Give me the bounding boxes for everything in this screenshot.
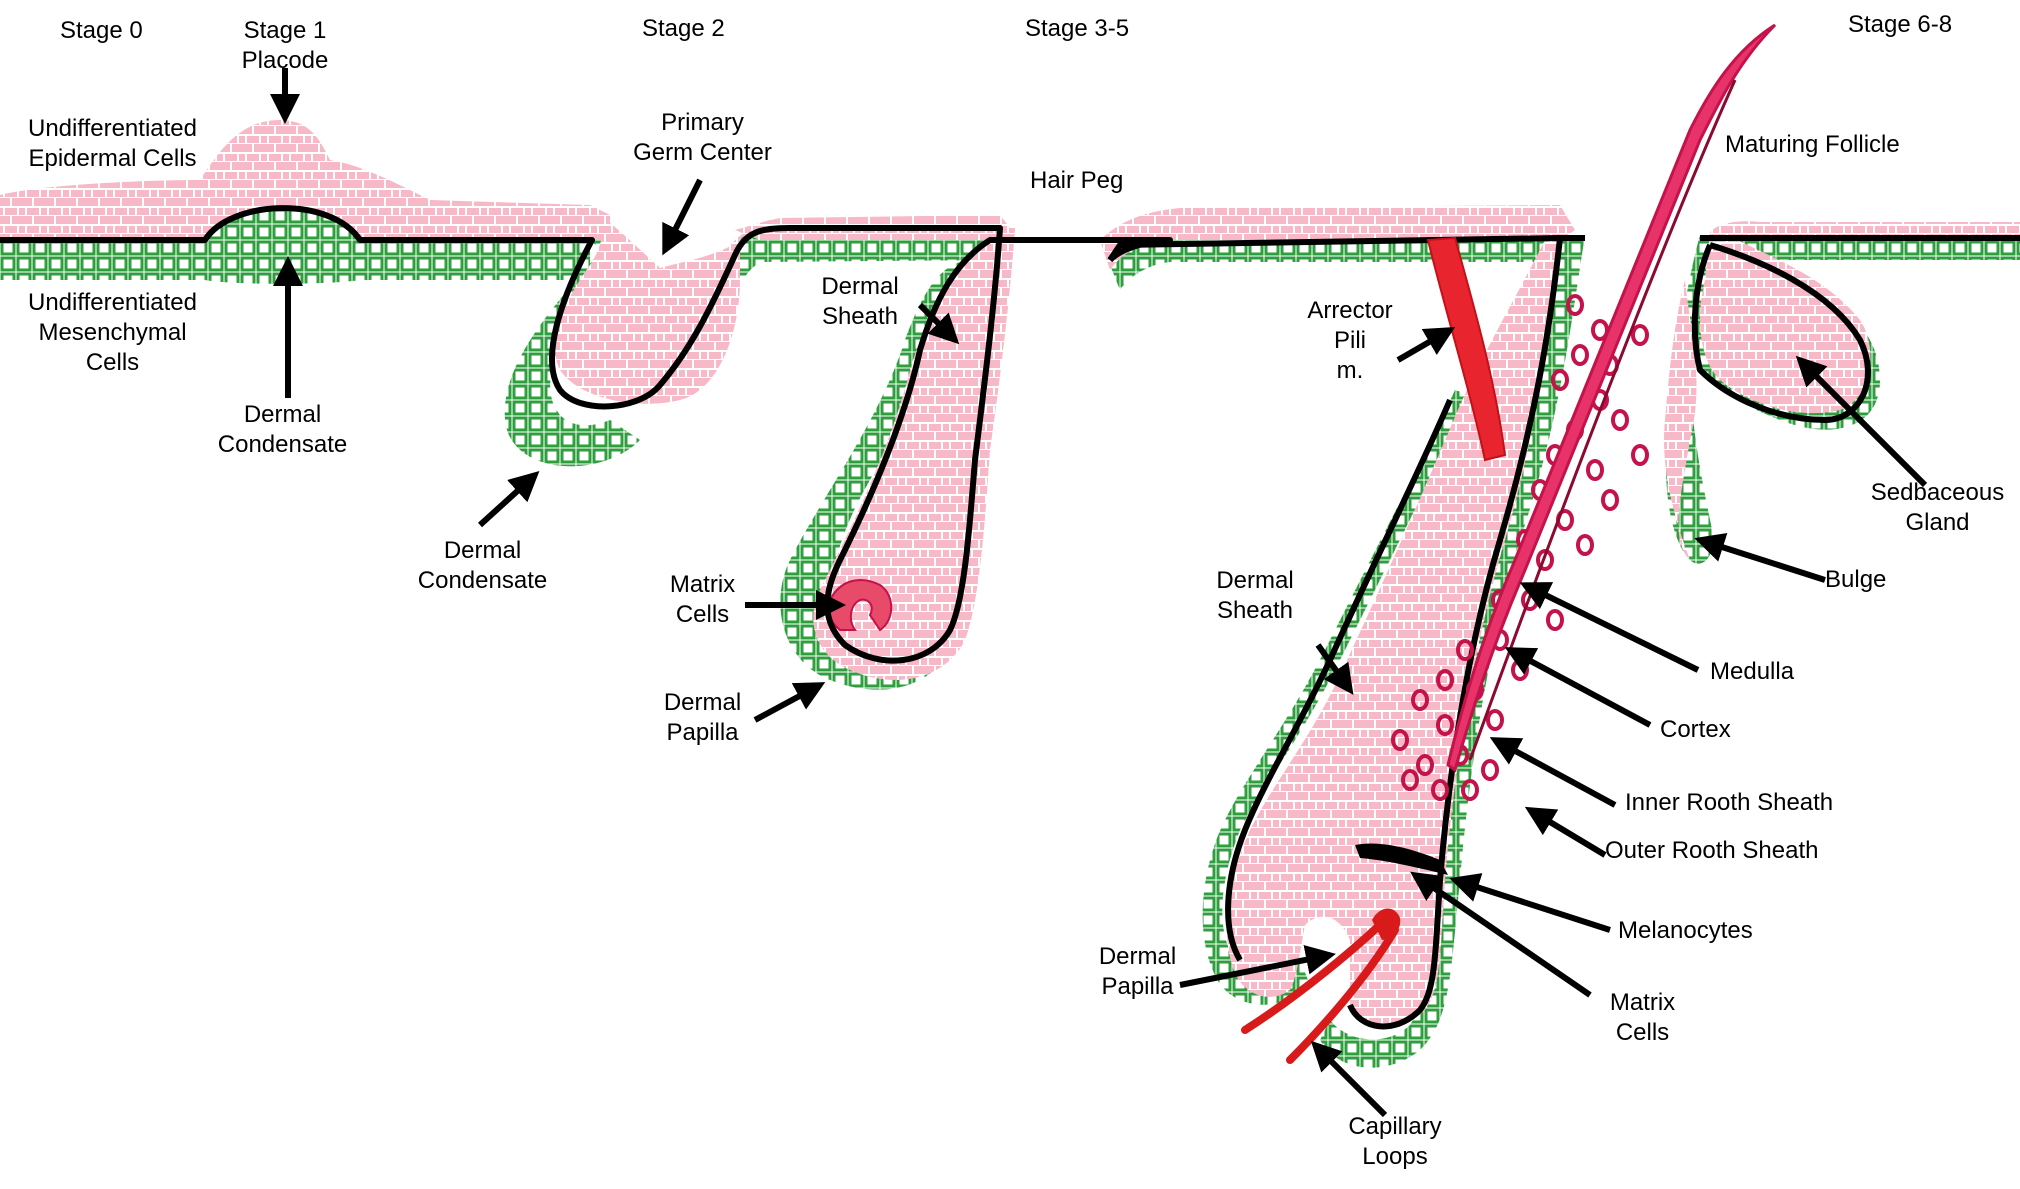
melanocyte-band bbox=[1355, 843, 1448, 875]
arrow-arrector bbox=[1396, 327, 1456, 363]
stage-3-5-label: Stage 3-5 bbox=[1025, 15, 1130, 42]
arrow-dermal-sheath-1 bbox=[917, 302, 960, 345]
outer-root-sheath-label: Outer Rooth Sheath bbox=[1605, 837, 1819, 864]
arrow-outer-root-sheath bbox=[1524, 806, 1607, 858]
medulla-label: Medulla bbox=[1710, 658, 1795, 685]
arrow-inner-root-sheath bbox=[1489, 737, 1617, 808]
arrow-sebaceous bbox=[1795, 355, 1928, 488]
hair-peg-label: Hair Peg bbox=[1030, 167, 1124, 194]
arrow-primary-germ bbox=[662, 178, 703, 256]
arrow-capillary bbox=[1310, 1040, 1388, 1118]
hair-shaft-core bbox=[1468, 79, 1737, 761]
stage-0-label: Stage 0 bbox=[60, 17, 143, 44]
arrows bbox=[270, 68, 1928, 1118]
arrow-dermal-papilla-1 bbox=[753, 682, 826, 723]
placode-label: Placode bbox=[241, 47, 329, 74]
stage-1-title: Stage 1 bbox=[243, 17, 327, 44]
arrow-dermal-sheath-2 bbox=[1315, 643, 1354, 695]
stage-6-8-label: Stage 6-8 bbox=[1848, 11, 1953, 38]
arrow-matrix-cells-2 bbox=[1410, 871, 1592, 998]
cortex-label: Cortex bbox=[1660, 716, 1731, 743]
stage-2-label: Stage 2 bbox=[642, 15, 725, 42]
inner-root-sheath-label: Inner Rooth Sheath bbox=[1625, 789, 1834, 816]
capillary-loop-2 bbox=[1286, 926, 1399, 1064]
arrow-dermal-papilla-2 bbox=[1179, 944, 1336, 988]
arrow-cortex bbox=[1504, 647, 1652, 728]
arrow-dermal-condensate-2 bbox=[477, 470, 540, 528]
arrow-bulge bbox=[1694, 533, 1826, 583]
capillary-loop-head bbox=[1372, 908, 1401, 940]
hair-shaft bbox=[1446, 23, 1777, 773]
stage-1-label: Stage 1 Placode bbox=[220, 16, 350, 76]
bulge-label: Bulge bbox=[1825, 566, 1887, 593]
melanocytes-label: Melanocytes bbox=[1618, 917, 1753, 944]
arrow-medulla bbox=[1519, 582, 1700, 673]
arrector-pili-muscle bbox=[1426, 236, 1507, 462]
epidermis-layer bbox=[0, 120, 2020, 1027]
basement-membrane bbox=[0, 205, 2020, 1030]
arrow-melanocytes bbox=[1449, 873, 1611, 933]
maturing-follicle-label: Maturing Follicle bbox=[1725, 131, 1900, 158]
